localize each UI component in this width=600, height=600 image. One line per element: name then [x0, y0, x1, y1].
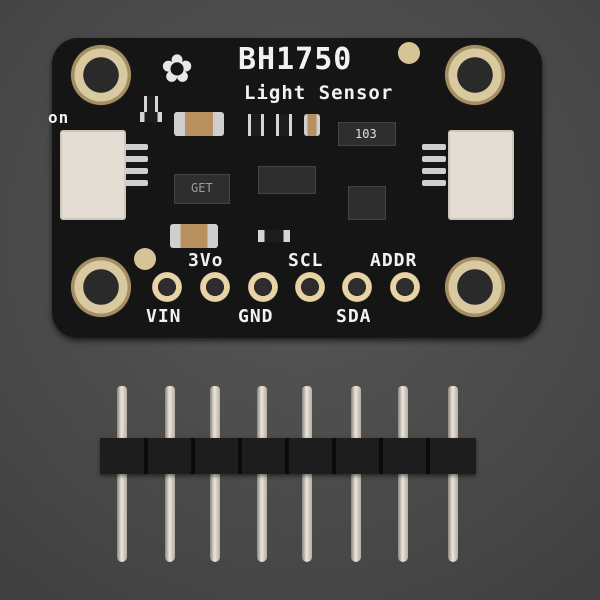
pin-pad-3vo — [200, 272, 230, 302]
chip-marking: GET — [191, 181, 213, 195]
pin-label-scl: SCL — [288, 250, 324, 271]
chip-marking: 103 — [355, 127, 377, 141]
level-shifter-chip — [348, 186, 386, 220]
stemma-connector-left — [60, 130, 126, 220]
bh1750-sensor-chip — [258, 166, 316, 194]
pin-label-vin: VIN — [146, 306, 182, 327]
stemma-connector-right — [448, 130, 514, 220]
pin-pad-vin — [152, 272, 182, 302]
pin-pad-sda — [342, 272, 372, 302]
header-pin — [351, 386, 361, 562]
fiducial-pad — [134, 248, 156, 270]
pin-label-addr: ADDR — [370, 250, 418, 271]
capacitor — [170, 224, 218, 248]
capacitor — [174, 112, 224, 136]
fiducial-pad — [398, 42, 420, 64]
header-pin — [210, 386, 220, 562]
mounting-hole-bottom-left — [70, 256, 132, 318]
header-pin — [165, 386, 175, 562]
led-component — [140, 112, 162, 122]
header-divider — [379, 438, 383, 474]
pin-header-strip — [100, 438, 476, 474]
pin-label-sda: SDA — [336, 306, 372, 327]
header-divider — [144, 438, 148, 474]
pin-pad-gnd — [248, 272, 278, 302]
sensor-board: ✿ BH1750 Light Sensor on GET 103 3Vo SCL… — [48, 36, 542, 338]
connector-pins-left — [124, 138, 148, 208]
connector-pins-right — [422, 138, 446, 208]
header-divider — [238, 438, 242, 474]
header-divider — [285, 438, 289, 474]
resistor-network: 103 — [338, 122, 396, 146]
mounting-hole-top-right — [444, 44, 506, 106]
header-pin — [257, 386, 267, 562]
header-pin — [398, 386, 408, 562]
pin-pad-addr — [390, 272, 420, 302]
adafruit-logo-icon: ✿ — [162, 36, 193, 94]
pin-pad-scl — [295, 272, 325, 302]
header-pin — [448, 386, 458, 562]
board-subtitle: Light Sensor — [244, 82, 394, 104]
resistor — [248, 114, 264, 136]
pin-label-gnd: GND — [238, 306, 274, 327]
capacitor — [304, 114, 320, 136]
header-divider — [191, 438, 195, 474]
led-label: on — [48, 108, 70, 127]
regulator-chip: GET — [174, 174, 230, 204]
header-divider — [332, 438, 336, 474]
resistor — [258, 230, 290, 242]
resistor — [144, 96, 158, 112]
pin-label-3vo: 3Vo — [188, 250, 224, 271]
mounting-hole-bottom-right — [444, 256, 506, 318]
header-divider — [426, 438, 430, 474]
mounting-hole-top-left — [70, 44, 132, 106]
header-pin — [302, 386, 312, 562]
resistor — [276, 114, 292, 136]
header-pin — [117, 386, 127, 562]
board-title: BH1750 — [238, 42, 353, 77]
